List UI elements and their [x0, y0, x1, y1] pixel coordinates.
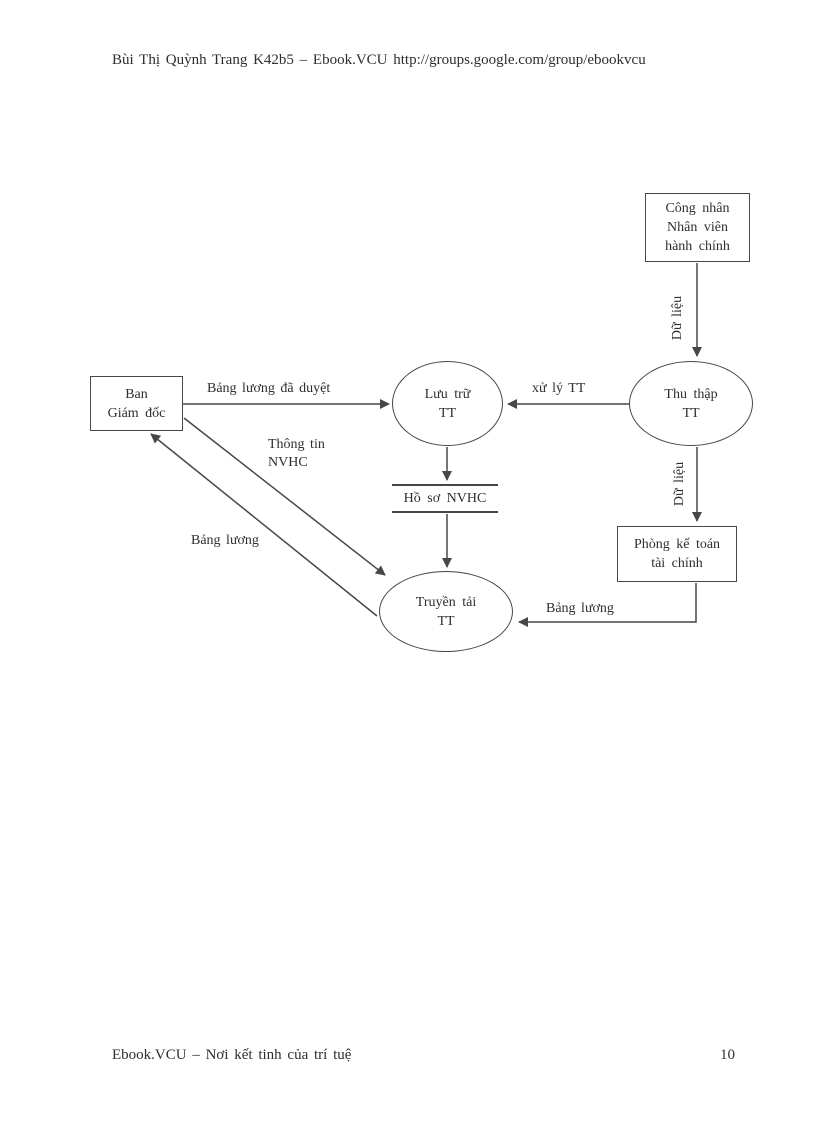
flow-label-du-lieu-right: Dữ liệu: [672, 461, 687, 507]
page-footer: Ebook.VCU – Nơi kết tinh của trí tuệ: [112, 1047, 352, 1063]
process-luu-tru-ellipse: Lưu trữ TT: [392, 361, 503, 446]
flow-label-bang-luong-da-duyet: Bảng lương đã duyệt: [207, 381, 331, 396]
entity-phong-ke-toan-box: Phòng kế toán tài chính: [617, 526, 737, 582]
flow-label-bang-luong-right: Bảng lương: [546, 601, 614, 616]
arrow-truyen-tai-to-ban-giam-doc: [150, 433, 378, 617]
arrow-ban-giam-doc-to-truyen-tai: [183, 417, 386, 576]
process-truyen-tai-ellipse: Truyền tải TT: [379, 571, 513, 652]
entity-ban-giam-doc-box: Ban Giám đốc: [90, 376, 183, 431]
page-number: 10: [720, 1047, 735, 1063]
flow-label-du-lieu-top: Dữ liệu: [670, 295, 685, 341]
page-header: Bùi Thị Quỳnh Trang K42b5 – Ebook.VCU ht…: [112, 52, 646, 68]
flow-label-thong-tin-nvhc: Thông tin NVHC: [268, 437, 325, 470]
flow-label-bang-luong-left: Bảng lương: [191, 533, 259, 548]
process-thu-thap-ellipse: Thu thập TT: [629, 361, 753, 446]
arrow-phong-ke-toan-to-truyen-tai: [518, 583, 697, 627]
datastore-ho-so-nvhc: Hồ sơ NVHC: [392, 484, 498, 513]
flow-label-xu-ly-tt: xử lý TT: [532, 381, 586, 396]
entity-cong-nhan-box: Công nhân Nhân viên hành chính: [645, 193, 750, 262]
